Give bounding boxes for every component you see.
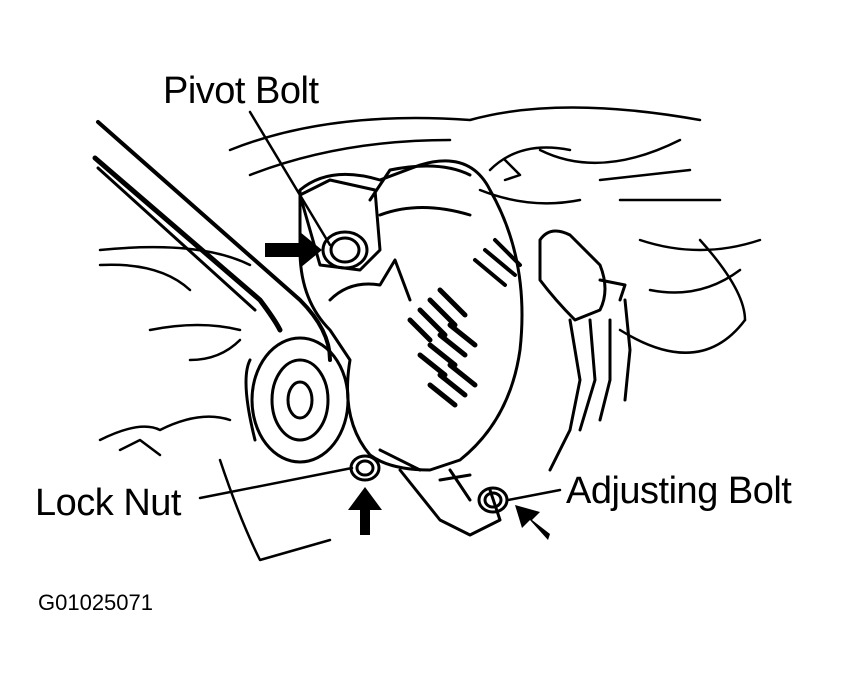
- engine-outline: [98, 106, 762, 562]
- arrows: [265, 232, 550, 540]
- lock-nut-leader: [198, 466, 354, 500]
- pivot-bolt-leader: [248, 110, 332, 247]
- lock-nut-label: Lock Nut: [35, 482, 181, 524]
- adjusting-bolt-label: Adjusting Bolt: [566, 470, 792, 512]
- pivot-bolt: [321, 230, 369, 270]
- figure-code: G01025071: [38, 590, 153, 615]
- pivot-bolt-arrow-icon: [265, 232, 322, 268]
- pulley: [244, 336, 350, 464]
- leader-lines: [198, 110, 562, 502]
- lock-nut-arrow-icon: [348, 487, 382, 535]
- pivot-bolt-label: Pivot Bolt: [163, 70, 319, 112]
- lock-nut: [349, 454, 381, 482]
- adjusting-bolt-arrow-icon: [515, 505, 550, 540]
- adjusting-bolt-leader: [506, 488, 562, 502]
- drive-belt: [92, 120, 332, 362]
- alternator-body: [298, 159, 632, 537]
